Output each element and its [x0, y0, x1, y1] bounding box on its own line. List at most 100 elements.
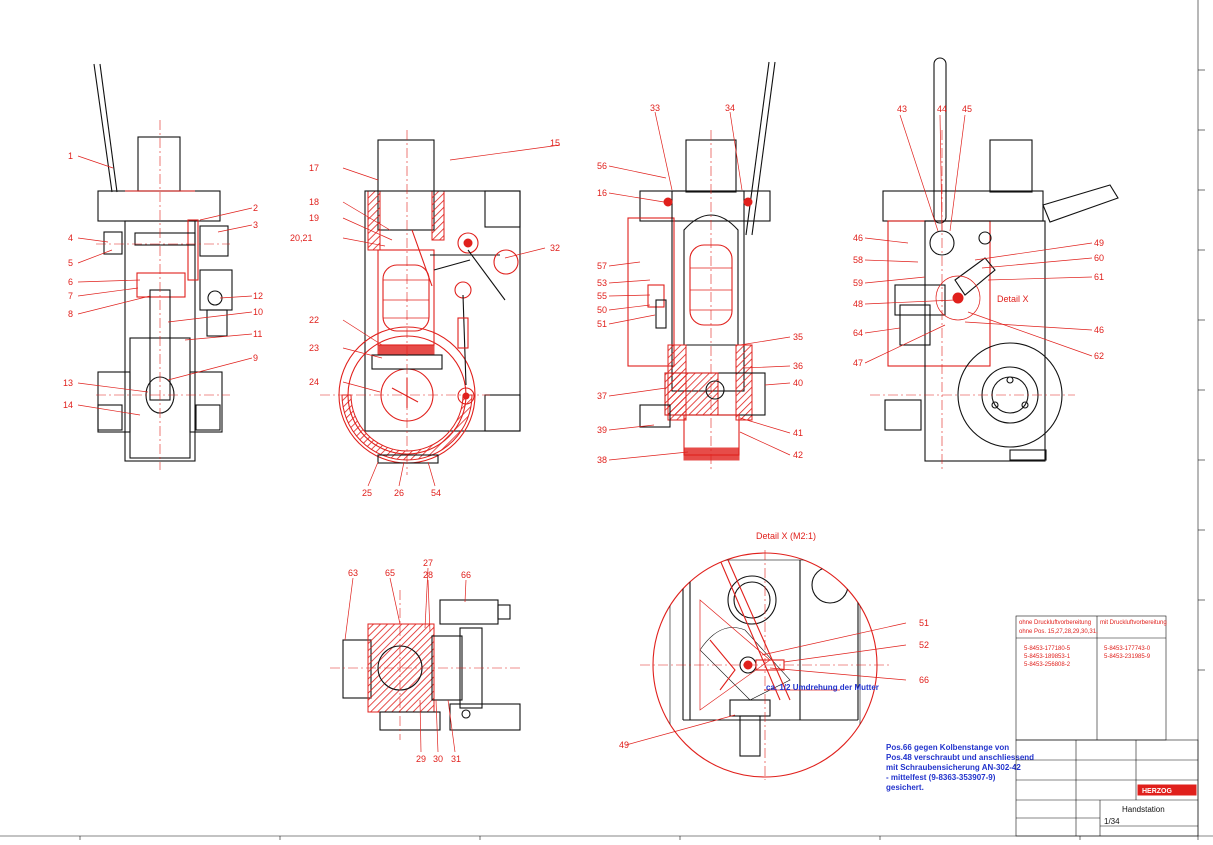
part-label: 12	[253, 291, 263, 301]
part-label: 62	[1094, 351, 1104, 361]
part-label: 61	[1094, 272, 1104, 282]
part-label: 32	[550, 243, 560, 253]
part-label: 30	[433, 754, 443, 764]
section-body	[364, 190, 521, 432]
part-label: 26	[394, 488, 404, 498]
part-label: 40	[793, 378, 803, 388]
part-label: 8	[68, 309, 73, 319]
part-label: 18	[309, 197, 319, 207]
part-label: 36	[793, 361, 803, 371]
part-label: 28	[423, 570, 433, 580]
detail-callout-text: ca. 1/2 Umdrehung der Mutter	[766, 683, 879, 692]
part-label: 51	[597, 319, 607, 329]
view-side-right	[864, 57, 1119, 470]
part-label: 54	[431, 488, 441, 498]
part-label: 48	[853, 299, 863, 309]
part-label: 6	[68, 277, 73, 287]
part-label: 39	[597, 425, 607, 435]
parts-right-header: mit Druckluftvorbereitung	[1100, 620, 1167, 626]
part-label: 66	[461, 570, 471, 580]
part-label: 19	[309, 213, 319, 223]
part-label: 66	[919, 675, 929, 685]
note-line-4: - mittelfest (9-8363-353907-9)	[886, 773, 996, 782]
note-line-2: Pos.48 verschraubt und anschliessend	[886, 753, 1034, 762]
part-label: 46	[853, 233, 863, 243]
company-logo: HERZOG	[1142, 788, 1173, 795]
part-label: 17	[309, 163, 319, 173]
parts-left-header-1: ohne Druckluftvorbereitung	[1019, 620, 1091, 626]
part-label: 43	[897, 104, 907, 114]
part-label: 49	[1094, 238, 1104, 248]
part-label: 13	[63, 378, 73, 388]
parts-left-row-1: 5-8453-177180-5	[1024, 646, 1071, 652]
part-label: 10	[253, 307, 263, 317]
main-body	[124, 220, 196, 462]
part-label: 11	[253, 329, 262, 339]
part-label: 29	[416, 754, 426, 764]
part-label: 35	[793, 332, 803, 342]
view-plan	[330, 567, 521, 753]
part-label: 47	[853, 358, 863, 368]
title-block: HERZOG Handstation 1/34	[1015, 739, 1199, 837]
part-label: 51	[919, 618, 929, 628]
parts-table: ohne Druckluftvorbereitung ohne Pos. 15,…	[1015, 615, 1167, 741]
part-label: 22	[309, 315, 319, 325]
part-label: 65	[385, 568, 395, 578]
parts-right-row-2: 5-8453-231985-9	[1104, 654, 1151, 660]
part-label: 7	[68, 291, 73, 301]
parts-right-row-1: 5-8453-177743-0	[1104, 646, 1151, 652]
detail-title: Detail X (M2:1)	[756, 531, 816, 541]
part-label: 55	[597, 291, 607, 301]
view-section-front	[608, 61, 791, 470]
part-label: 23	[309, 343, 319, 353]
part-label: 4	[68, 233, 73, 243]
part-label: 34	[725, 103, 735, 113]
part-label: 42	[793, 450, 803, 460]
view-side-left	[77, 63, 253, 470]
part-label: 41	[793, 428, 803, 438]
part-label: 20,21	[290, 233, 313, 243]
view-section-middle	[320, 130, 561, 487]
part-labels: 1 2 3 4 5 6 7 8 9 10 11 12 13 14 15 17 1…	[63, 103, 1104, 764]
assembly-note: Pos.66 gegen Kolbenstange von Pos.48 ver…	[886, 743, 1034, 792]
parts-left-row-3: 5-8453-256808-2	[1024, 662, 1071, 668]
part-label: 24	[309, 377, 319, 387]
drawing-title: Handstation	[1122, 805, 1165, 814]
part-label: 58	[853, 255, 863, 265]
part-label: 15	[550, 138, 560, 148]
part-label: 9	[253, 353, 258, 363]
cover-plate	[627, 217, 675, 367]
part-label: 14	[63, 400, 73, 410]
part-label: 57	[597, 261, 607, 271]
part-label: 27	[423, 558, 433, 568]
part-label: 25	[362, 488, 372, 498]
part-label: 1	[68, 151, 73, 161]
part-label: 37	[597, 391, 607, 401]
detail-x-view: Detail X (M2:1) ca. 1/2 Umdrehung der Mu…	[625, 531, 907, 780]
part-label: 52	[919, 640, 929, 650]
note-line-3: mit Schraubensicherung AN-302-42	[886, 763, 1021, 772]
part-label: 60	[1094, 253, 1104, 263]
part-label: 5	[68, 258, 73, 268]
part-label: 63	[348, 568, 358, 578]
part-label: 53	[597, 278, 607, 288]
part-label: 16	[597, 188, 607, 198]
part-label: 33	[650, 103, 660, 113]
sheet-number: 1/34	[1104, 817, 1120, 826]
part-label: 38	[597, 455, 607, 465]
part-label: 3	[253, 220, 258, 230]
part-label: 2	[253, 203, 258, 213]
part-label: 56	[597, 161, 607, 171]
part-label: 59	[853, 278, 863, 288]
part-label: 46	[1094, 325, 1104, 335]
parts-left-row-2: 5-8453-189853-1	[1024, 654, 1071, 660]
lever-handle	[93, 63, 113, 193]
part-label: 50	[597, 305, 607, 315]
border-ticks	[79, 69, 1205, 840]
lever-handle	[933, 57, 947, 224]
parts-left-header-2: ohne Pos. 15,27,28,29,30,31,	[1019, 629, 1098, 635]
part-label: 44	[937, 104, 947, 114]
detail-ref: Detail X	[997, 294, 1029, 304]
